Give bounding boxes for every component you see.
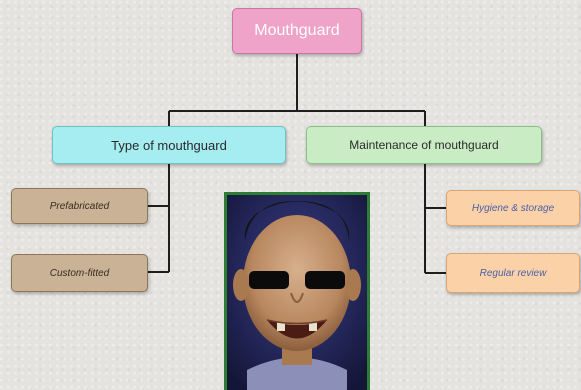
nose-shape xyxy=(290,292,304,303)
root-node-label: Mouthguard xyxy=(254,22,340,39)
branch-node-type: Type of mouthguard xyxy=(52,126,286,164)
patient-face-illustration xyxy=(227,195,367,390)
branch-node-type-label: Type of mouthguard xyxy=(111,137,227,153)
leaf-node-custom-fitted-label: Custom-fitted xyxy=(49,267,110,279)
right-teeth xyxy=(309,322,317,331)
leaf-node-custom-fitted: Custom-fitted xyxy=(11,254,148,292)
upper-lip xyxy=(266,319,328,325)
right-ear xyxy=(345,269,361,301)
leaf-node-prefabricated: Prefabricated xyxy=(11,188,148,224)
leaf-node-prefabricated-label: Prefabricated xyxy=(49,200,110,212)
left-eye-mask xyxy=(249,271,289,289)
leaf-node-hygiene-storage: Hygiene & storage xyxy=(446,190,580,226)
leaf-node-regular-review: Regular review xyxy=(446,253,580,293)
face-shape xyxy=(243,215,351,351)
leaf-node-regular-review-label: Regular review xyxy=(479,267,547,279)
shirt-shape xyxy=(247,357,347,390)
branch-node-maintenance: Maintenance of mouthguard xyxy=(306,126,542,164)
left-ear xyxy=(233,269,249,301)
leaf-node-hygiene-storage-label: Hygiene & storage xyxy=(471,202,555,214)
right-eye-mask xyxy=(305,271,345,289)
left-teeth xyxy=(277,322,285,331)
root-node-mouthguard: Mouthguard xyxy=(232,8,362,54)
branch-node-maintenance-label: Maintenance of mouthguard xyxy=(349,138,499,152)
patient-photo xyxy=(224,192,370,390)
